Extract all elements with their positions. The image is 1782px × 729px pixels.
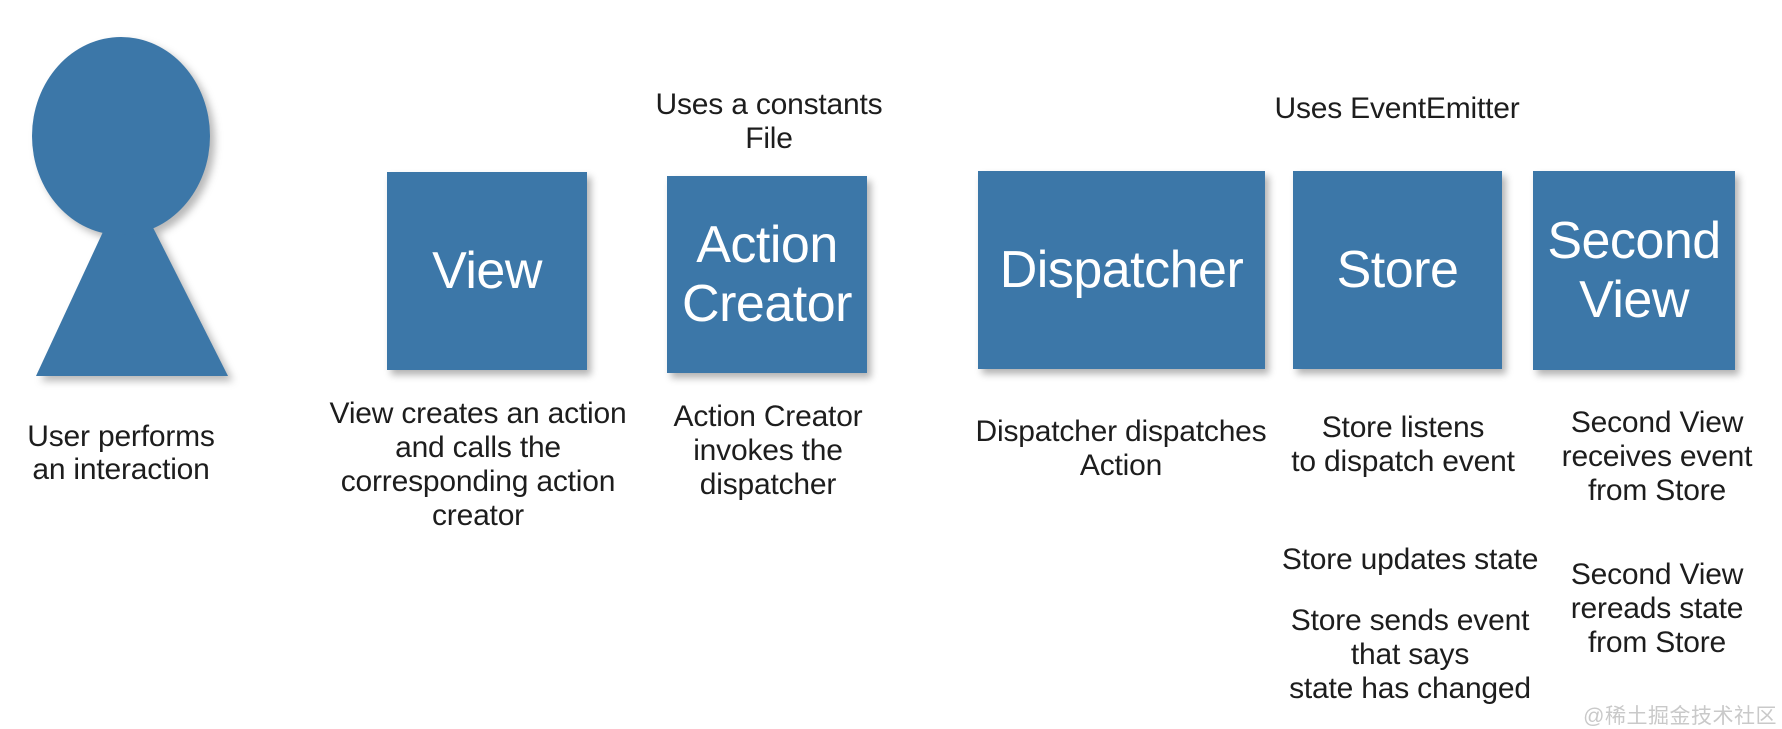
user-caption: User performs an interaction	[27, 420, 215, 486]
store-node: Store	[1293, 171, 1502, 369]
constants-file-note: Uses a constants File	[655, 88, 883, 155]
store-caption-sends-event: Store sends event that says state has ch…	[1289, 604, 1531, 705]
store-caption-updates-state: Store updates state	[1281, 543, 1539, 576]
action-creator-node: Action Creator	[667, 176, 867, 373]
store-caption-listens: Store listens to dispatch event	[1291, 411, 1515, 478]
dispatcher-caption: Dispatcher dispatches Action	[975, 415, 1267, 482]
watermark-text: @稀土掘金技术社区	[1583, 705, 1777, 728]
dispatcher-node: Dispatcher	[978, 171, 1265, 369]
second-view-caption-receives: Second View receives event from Store	[1561, 406, 1753, 507]
event-emitter-note: Uses EventEmitter	[1274, 92, 1520, 125]
user-figure-icon	[32, 37, 228, 376]
second-view-node: Second View	[1533, 171, 1735, 370]
action-creator-caption: Action Creator invokes the dispatcher	[673, 400, 863, 501]
user-head-circle	[32, 37, 210, 235]
view-node: View	[387, 172, 587, 370]
user-body-triangle	[36, 178, 228, 376]
second-view-caption-rereads: Second View rereads state from Store	[1570, 558, 1744, 659]
view-caption: View creates an action and calls the cor…	[329, 397, 627, 532]
